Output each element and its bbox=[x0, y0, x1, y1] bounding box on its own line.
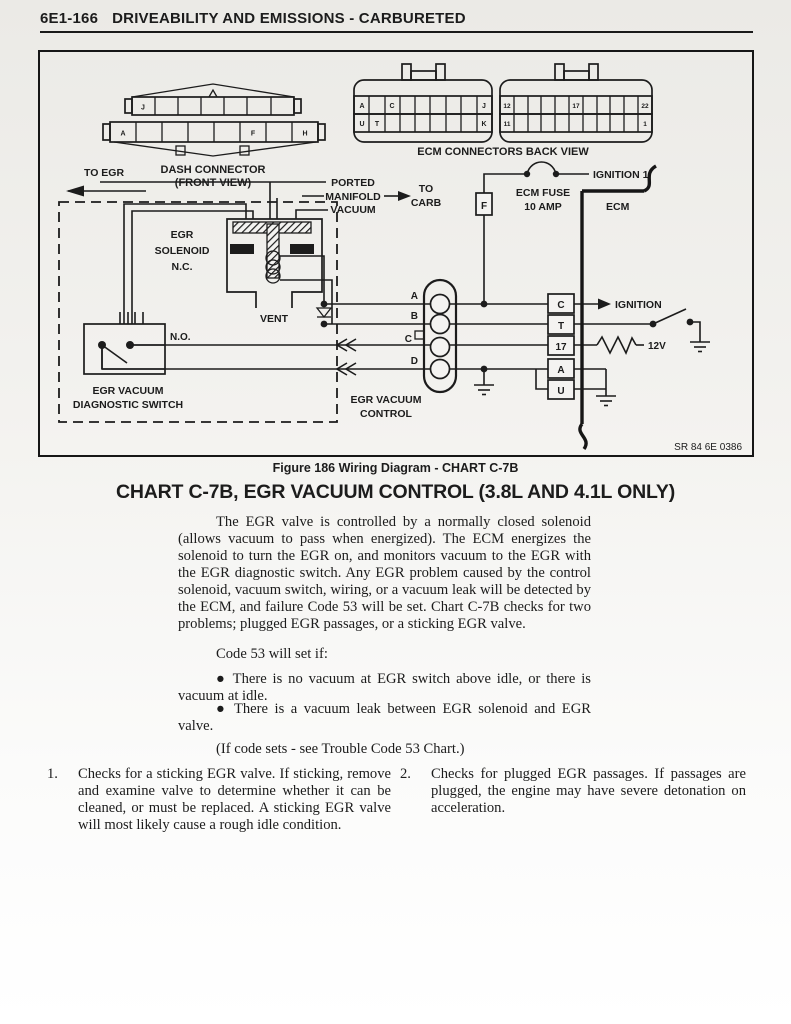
step-1-number: 1. bbox=[47, 766, 58, 782]
ecm-left-pin-j: J bbox=[482, 103, 486, 110]
chart-title: CHART C-7B, EGR VACUUM CONTROL (3.8L AND… bbox=[116, 481, 675, 503]
wire-d-label: D bbox=[411, 356, 418, 367]
vacuum-label: VACUUM bbox=[330, 204, 376, 216]
fuse-f-label: F bbox=[481, 201, 487, 212]
ecm-pin-17-label: 17 bbox=[555, 342, 567, 353]
wire-a-label: A bbox=[411, 291, 418, 302]
open-switch-to-ground bbox=[649, 308, 710, 353]
diagnostic-switch-label-2: DIAGNOSTIC SWITCH bbox=[73, 399, 183, 411]
page-number: 6E1-166 bbox=[40, 10, 99, 27]
step-2-number: 2. bbox=[400, 766, 411, 782]
to-carb-label-2: CARB bbox=[411, 197, 442, 209]
step-2: 2. Checks for plugged EGR passages. If p… bbox=[400, 766, 746, 817]
ecm-left-pin-u: U bbox=[359, 121, 364, 128]
normally-open-label: N.O. bbox=[170, 332, 191, 343]
dash-pin-a: A bbox=[120, 131, 125, 138]
fuse-holder-box bbox=[475, 192, 493, 216]
twelve-volt-label: 12V bbox=[648, 341, 666, 352]
trouble-code-note: (If code sets - see Trouble Code 53 Char… bbox=[216, 741, 465, 757]
ecm-fuse-label-2: 10 AMP bbox=[524, 201, 562, 213]
ecm-pin-a-label: A bbox=[557, 365, 564, 376]
wire-c-label: C bbox=[405, 334, 412, 345]
to-egr-label: TO EGR bbox=[84, 167, 124, 179]
ecm-pin-c-label: C bbox=[557, 300, 564, 311]
dash-pin-j: J bbox=[141, 105, 145, 112]
to-carb-label-1: TO bbox=[419, 183, 433, 195]
ecm-right-pin-1: 1 bbox=[643, 121, 647, 128]
au-pins-ground bbox=[574, 369, 616, 407]
ecm-connector-left-drawing: A C J U T K bbox=[353, 63, 493, 143]
ecm-left-pin-c: C bbox=[389, 103, 394, 110]
ecm-left-pin-k: K bbox=[481, 121, 486, 128]
ecm-pin-t-label: T bbox=[558, 321, 564, 332]
ecm-connectors-caption: ECM CONNECTORS BACK VIEW bbox=[417, 146, 589, 158]
header-rule bbox=[40, 31, 753, 33]
egr-vacuum-control-label-1: EGR VACUUM bbox=[351, 394, 422, 406]
resistor-12v bbox=[596, 335, 644, 355]
ecm-right-pin-22: 22 bbox=[641, 103, 649, 110]
page-header: 6E1-166 DRIVEABILITY AND EMISSIONS - CARB… bbox=[40, 10, 466, 27]
vent-label: VENT bbox=[260, 313, 289, 325]
code-53-intro: Code 53 will set if: bbox=[216, 646, 328, 662]
ecm-connector-right-drawing: 12 17 22 11 1 bbox=[499, 63, 653, 143]
manifold-label: MANIFOLD bbox=[325, 191, 381, 203]
egr-vacuum-diagnostic-switch-drawing bbox=[83, 312, 166, 375]
ecm-label: ECM bbox=[606, 201, 630, 213]
ecm-left-pin-t: T bbox=[375, 121, 380, 128]
dash-pin-f: F bbox=[251, 131, 256, 138]
ecm-boundary-drawing bbox=[578, 164, 658, 450]
section-title: DRIVEABILITY AND EMISSIONS - CARBURETED bbox=[112, 10, 466, 27]
egr-solenoid-drawing bbox=[226, 218, 323, 308]
wiring-diagram-figure: J A F H DASH CONNECTOR (FRONT VIEW) bbox=[38, 50, 754, 457]
vacuum-system-dashed-boundary bbox=[58, 201, 338, 423]
dash-connector-title: DASH CONNECTOR bbox=[161, 164, 266, 176]
ignition-label: IGNITION bbox=[615, 299, 662, 311]
wiring-diagram-svg: J A F H DASH CONNECTOR (FRONT VIEW) bbox=[58, 63, 742, 453]
ported-label: PORTED bbox=[331, 177, 375, 189]
ignition-1-label: IGNITION 1 bbox=[593, 169, 649, 181]
inline-connector-chevrons bbox=[335, 330, 425, 376]
figure-ref-code: SR 84 6E 0386 bbox=[674, 442, 742, 453]
bullet-item-2: ● There is a vacuum leak between EGR sol… bbox=[178, 701, 591, 735]
dash-connector-drawing: J A F H DASH CONNECTOR (FRONT VIEW) bbox=[102, 83, 326, 189]
diode-symbol bbox=[315, 300, 333, 328]
ecm-right-pin-11: 11 bbox=[504, 121, 511, 128]
bullet-icon: ● bbox=[216, 701, 228, 717]
ecm-right-pin-17: 17 bbox=[572, 103, 580, 110]
egr-vacuum-control-label-2: CONTROL bbox=[360, 408, 412, 420]
bullet-item-1: ● There is no vacuum at EGR switch above… bbox=[178, 671, 591, 705]
ecm-pin-u-label: U bbox=[557, 386, 564, 397]
egr-vacuum-control-connector-drawing bbox=[422, 278, 458, 394]
figure-caption: Figure 186 Wiring Diagram - CHART C-7B bbox=[272, 461, 519, 475]
ecm-left-pin-a: A bbox=[359, 103, 364, 110]
egr-solenoid-label-1: EGR bbox=[171, 229, 194, 241]
d-wire-ground-symbol bbox=[474, 365, 494, 396]
bullet-icon: ● bbox=[216, 671, 228, 687]
ecm-pin-boxes bbox=[535, 293, 575, 400]
ecm-fuse-label-1: ECM FUSE bbox=[516, 187, 570, 199]
dash-pin-h: H bbox=[302, 131, 307, 138]
dash-connector-subtitle: (FRONT VIEW) bbox=[175, 177, 252, 189]
bullet-2-text: There is a vacuum leak between EGR solen… bbox=[178, 701, 591, 734]
step-2-text: Checks for plugged EGR passages. If pass… bbox=[431, 766, 746, 816]
diagnostic-switch-label-1: EGR VACUUM bbox=[93, 385, 164, 397]
ecm-right-pin-12: 12 bbox=[503, 103, 511, 110]
intro-paragraph: The EGR valve is controlled by a normall… bbox=[178, 514, 591, 632]
step-1: 1. Checks for a sticking EGR valve. If s… bbox=[47, 766, 391, 834]
bullet-1-text: There is no vacuum at EGR switch above i… bbox=[178, 671, 591, 704]
ignition-output-arrow bbox=[598, 298, 611, 310]
wire-b-label: B bbox=[411, 311, 418, 322]
egr-solenoid-label-2: SOLENOID bbox=[155, 245, 210, 257]
step-1-text: Checks for a sticking EGR valve. If stic… bbox=[78, 766, 391, 833]
vacuum-hose-lines bbox=[66, 181, 328, 324]
egr-solenoid-label-3: N.C. bbox=[172, 261, 193, 273]
